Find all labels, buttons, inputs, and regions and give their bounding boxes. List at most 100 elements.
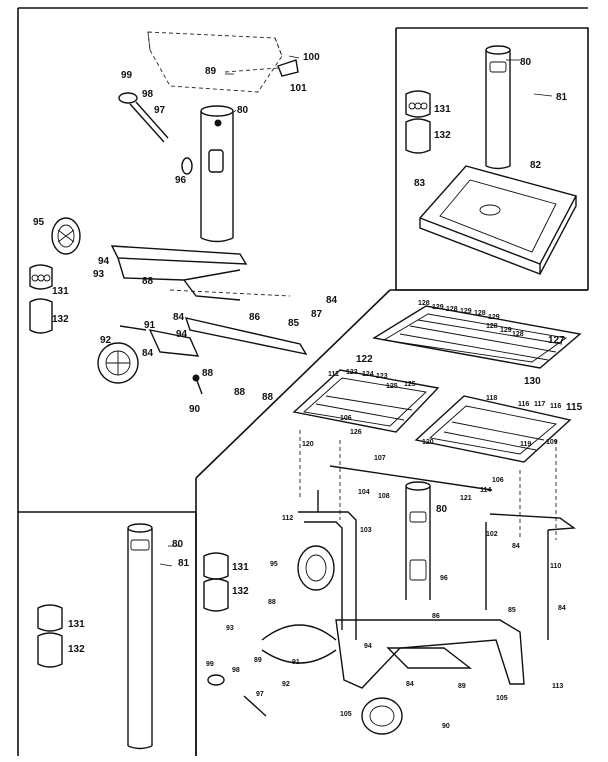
callout-88: 88 <box>234 387 246 398</box>
sleeves-left <box>29 264 53 334</box>
callout-109: 109 <box>546 439 558 446</box>
callout-131: 131 <box>232 562 249 573</box>
inset-sleeves <box>405 90 431 154</box>
main-pole <box>405 481 431 600</box>
callout-91: 91 <box>144 320 156 331</box>
lower-frame <box>119 317 308 357</box>
callout-116: 116 <box>550 403 561 410</box>
tank-ring <box>261 624 337 664</box>
inset-pole <box>485 45 511 170</box>
hose-clip <box>181 157 193 175</box>
callout-103: 103 <box>360 527 372 534</box>
callout-86: 86 <box>249 312 261 323</box>
callout-labels: 100 101 89 99 98 97 80 96 95 94 93 88 13… <box>33 52 583 730</box>
callout-118: 118 <box>486 395 497 402</box>
callout-130: 130 <box>524 376 541 387</box>
inset-sleeves-lower-b <box>37 604 63 668</box>
callout-88: 88 <box>142 276 154 287</box>
callout-80: 80 <box>436 504 448 515</box>
side-rails <box>298 490 576 640</box>
callout-88: 88 <box>268 599 276 606</box>
callout-105: 105 <box>496 695 508 702</box>
callout-131: 131 <box>434 104 451 115</box>
wheel-upper-left <box>51 217 81 255</box>
callout-80: 80 <box>172 539 184 550</box>
callout-129: 129 <box>488 314 500 321</box>
callout-97: 97 <box>154 105 166 116</box>
callout-108: 108 <box>378 493 390 500</box>
callout-125: 125 <box>404 381 416 388</box>
callout-107: 107 <box>374 455 386 462</box>
callout-131: 131 <box>52 286 69 297</box>
callout-128: 128 <box>512 331 524 338</box>
callout-110: 110 <box>550 563 561 570</box>
callout-112: 112 <box>282 515 293 522</box>
upper-grid <box>372 305 582 369</box>
callout-98: 98 <box>142 89 154 100</box>
callout-119: 119 <box>520 441 531 448</box>
regulator-bracket <box>224 59 299 77</box>
wheel-mid-left <box>297 545 335 591</box>
callout-94: 94 <box>364 643 372 650</box>
callout-128: 128 <box>474 310 486 317</box>
callout-98: 98 <box>232 667 240 674</box>
grill-basin-outline <box>147 31 283 93</box>
callout-128: 128 <box>418 300 430 307</box>
callout-80: 80 <box>237 105 249 116</box>
callout-104: 104 <box>358 489 370 496</box>
base-frame <box>335 619 525 689</box>
callout-89: 89 <box>254 657 262 664</box>
callout-99: 99 <box>206 661 214 668</box>
callout-121: 121 <box>460 495 472 502</box>
callout-126: 126 <box>350 429 362 436</box>
callout-99: 99 <box>121 70 133 81</box>
bolt-90 <box>192 374 203 395</box>
grid-dash-lines <box>299 430 557 540</box>
callout-84: 84 <box>173 312 185 323</box>
callout-80: 80 <box>520 57 532 68</box>
callout-120: 120 <box>422 439 434 446</box>
callout-88: 88 <box>262 392 274 403</box>
inset-sleeves-lower-a <box>203 552 229 612</box>
callout-113: 113 <box>552 683 563 690</box>
callout-125: 125 <box>386 383 398 390</box>
callout-91: 91 <box>292 659 300 666</box>
callout-93: 93 <box>226 625 234 632</box>
right-grid <box>414 395 572 463</box>
left-grid <box>292 369 440 433</box>
callout-96: 96 <box>440 575 448 582</box>
callout-127: 127 <box>548 335 565 346</box>
callout-84: 84 <box>558 605 566 612</box>
callout-111: 111 <box>328 371 339 378</box>
callout-84: 84 <box>326 295 338 306</box>
callout-94: 94 <box>176 329 188 340</box>
callout-129: 129 <box>460 308 472 315</box>
pole-upper <box>200 105 234 243</box>
callout-84: 84 <box>406 681 414 688</box>
callout-90: 90 <box>442 723 450 730</box>
callout-86: 86 <box>432 613 440 620</box>
callout-92: 92 <box>282 681 290 688</box>
callout-117: 117 <box>534 401 545 408</box>
callout-87: 87 <box>311 309 323 320</box>
callout-93: 93 <box>93 269 105 280</box>
callout-89: 89 <box>205 66 217 77</box>
callout-129: 129 <box>432 304 444 311</box>
callout-101: 101 <box>290 83 307 94</box>
callout-120: 120 <box>302 441 314 448</box>
control-knob <box>118 92 169 143</box>
callout-81: 81 <box>178 558 190 569</box>
callout-129: 129 <box>500 327 512 334</box>
knob-lower <box>207 674 267 717</box>
callout-92: 92 <box>100 335 112 346</box>
callout-84: 84 <box>512 543 520 550</box>
callout-132: 132 <box>434 130 451 141</box>
panel-frames <box>17 7 589 756</box>
callout-106: 106 <box>492 477 504 484</box>
leader-lines <box>159 55 553 567</box>
callout-94: 94 <box>98 256 110 267</box>
callout-128: 128 <box>486 323 498 330</box>
callout-122: 122 <box>356 354 373 365</box>
callout-97: 97 <box>256 691 264 698</box>
